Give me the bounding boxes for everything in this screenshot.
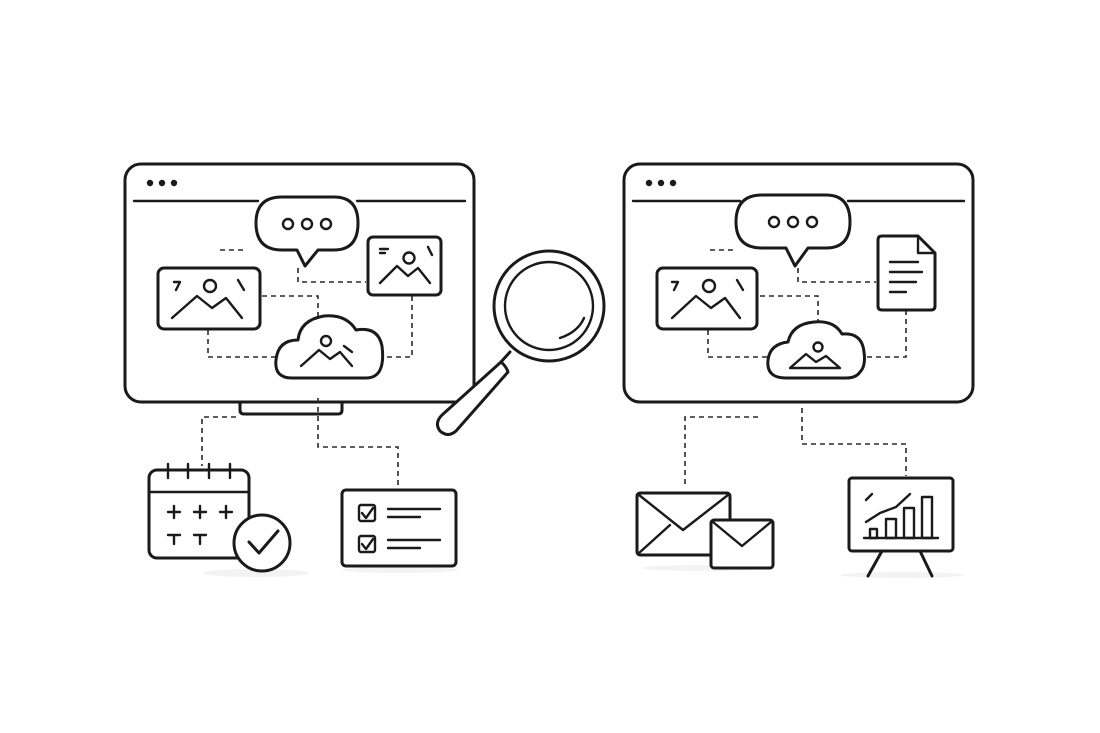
checklist-icon [340,488,458,573]
right-bottom-connectors [684,408,907,488]
document-icon [876,234,937,312]
image-icon [366,235,443,297]
image-icon [655,266,759,331]
left-bottom-connectors [201,398,399,488]
magnifying-glass-icon [435,249,606,436]
chat-bubble-icon [734,193,852,268]
cloud-image-icon [766,320,866,380]
bar-chart-board-icon [840,476,964,578]
chat-bubble-icon [254,195,360,268]
envelope-icon [635,491,775,571]
left-browser-window [123,162,476,416]
image-icon [156,266,262,331]
calendar-check-icon [147,462,310,577]
right-window-connectors [707,249,907,358]
cloud-image-icon [274,314,385,380]
right-browser-window [622,162,975,404]
left-window-connectors [207,249,413,358]
